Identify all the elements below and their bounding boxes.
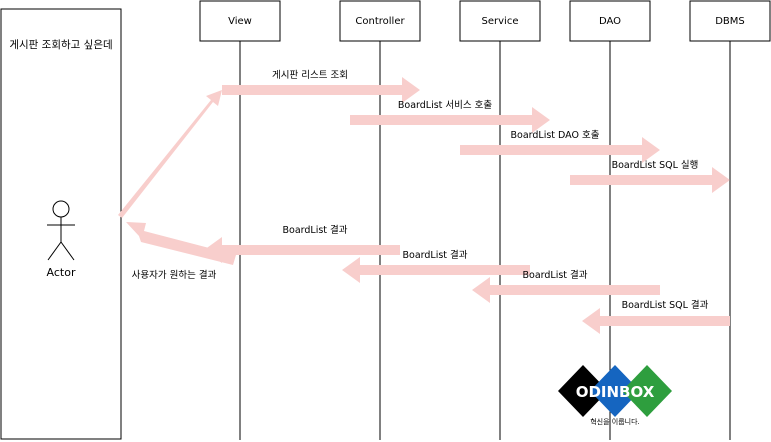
arrow-dao-to-dbms bbox=[570, 167, 730, 193]
logo-black-diamond-icon bbox=[558, 365, 608, 417]
message-label-2: BoardList 서비스 호출 bbox=[398, 100, 493, 111]
logo-blue-diamond-icon bbox=[590, 365, 640, 417]
arrow-view-to-controller bbox=[222, 77, 420, 103]
lifeline-service-label: Service bbox=[482, 16, 519, 27]
arrow-view-to-actor bbox=[126, 222, 236, 265]
odinbox-logo: ODINBOX 혁신을 이룹니다. bbox=[558, 365, 672, 426]
lifeline-dao-label: DAO bbox=[599, 16, 621, 27]
arrow-service-to-dao bbox=[460, 137, 660, 163]
arrow-controller-to-view bbox=[204, 237, 400, 263]
arrow-dbms-to-dao bbox=[582, 308, 730, 334]
logo-text: ODINBOX bbox=[576, 383, 655, 401]
lifeline-controller-label: Controller bbox=[355, 16, 405, 27]
logo-green-diamond-icon bbox=[622, 365, 672, 417]
arrow-actor-to-view bbox=[118, 90, 222, 218]
lifeline-dao: DAO bbox=[569, 0, 651, 440]
arrow-controller-to-service bbox=[350, 107, 550, 133]
lifeline-view-label: View bbox=[228, 16, 252, 27]
lifeline-view: View bbox=[199, 0, 281, 440]
return-label-3: BoardList 결과 bbox=[402, 250, 467, 261]
lifeline-controller: Controller bbox=[339, 0, 421, 440]
return-label-4: BoardList 결과 bbox=[282, 225, 347, 236]
return-label-2: BoardList 결과 bbox=[522, 270, 587, 281]
arrow-dao-to-service bbox=[472, 277, 660, 303]
logo-tagline: 혁신을 이룹니다. bbox=[590, 417, 640, 426]
message-label-1: 게시판 리스트 조회 bbox=[272, 70, 348, 81]
actor-box-title: 게시판 조회하고 싶은데 bbox=[9, 38, 112, 51]
lifeline-service: Service bbox=[459, 0, 541, 440]
lifeline-dbms: DBMS bbox=[689, 0, 771, 440]
message-label-4: BoardList SQL 실행 bbox=[612, 159, 699, 171]
arrow-service-to-controller bbox=[342, 257, 530, 283]
return-label-1: BoardList SQL 결과 bbox=[622, 300, 709, 311]
return-label-5: 사용자가 원하는 결과 bbox=[132, 269, 217, 281]
actor-name: Actor bbox=[47, 266, 76, 279]
actor-figure-icon bbox=[47, 200, 75, 261]
lifeline-dbms-label: DBMS bbox=[715, 16, 745, 27]
message-label-3: BoardList DAO 호출 bbox=[510, 130, 599, 141]
